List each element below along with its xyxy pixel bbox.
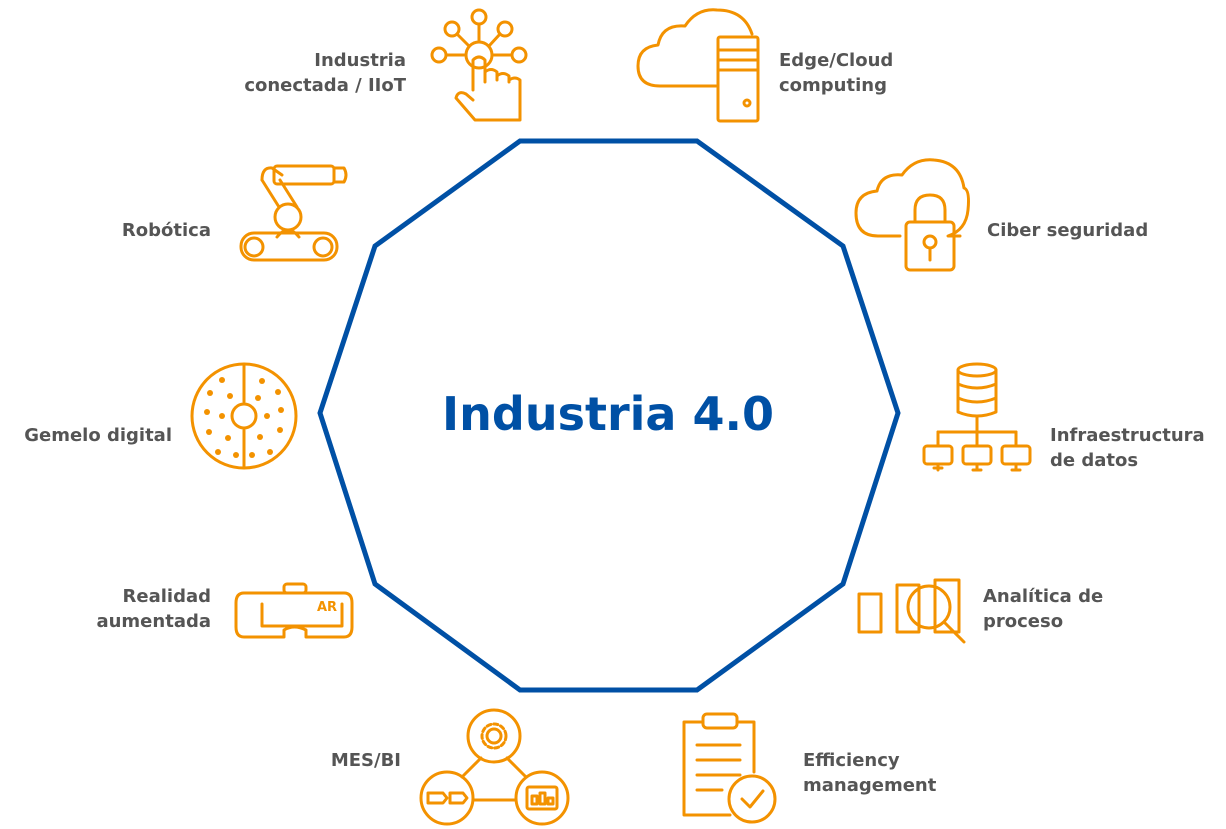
clipboard-check-icon: [682, 712, 777, 824]
central-decagon: [317, 138, 901, 693]
label-line: MES/BI: [330, 750, 401, 771]
label-line: Analítica de: [983, 586, 1104, 607]
label-gemelo-digital: Gemelo digital: [24, 423, 172, 448]
mes-bi-icon: [419, 708, 570, 826]
label-iiot: Industria conectada / IIoT: [244, 48, 406, 98]
label-analitica: Analítica de proceso: [983, 584, 1103, 634]
cloud-lock-icon: [854, 158, 970, 272]
label-line: Industria: [314, 50, 406, 71]
label-line: proceso: [983, 611, 1064, 632]
label-realidad-aumentada: Realidad aumentada: [96, 584, 211, 634]
process-analytics-icon: [857, 578, 966, 644]
label-line: Ciber seguridad: [987, 220, 1149, 241]
label-infraestructura: Infraestructura de datos: [1050, 423, 1205, 473]
label-line: Edge/Cloud: [779, 50, 894, 71]
ar-headset-icon: [234, 582, 354, 639]
digital-twin-icon: [190, 362, 298, 470]
database-network-icon: [922, 362, 1032, 472]
label-edge-cloud: Edge/Cloud computing: [779, 48, 893, 98]
label-line: computing: [779, 75, 887, 96]
iiot-hand-icon: [430, 8, 528, 122]
edge-cloud-icon: [636, 8, 760, 123]
label-line: management: [803, 775, 937, 796]
label-line: Infraestructura: [1050, 425, 1205, 446]
label-robotica: Robótica: [122, 218, 211, 243]
label-ciber-seguridad: Ciber seguridad: [987, 218, 1148, 243]
label-line: de datos: [1050, 450, 1139, 471]
label-line: conectada / IIoT: [244, 75, 406, 96]
label-line: Gemelo digital: [24, 425, 172, 446]
digital-twin-dots: [204, 377, 284, 458]
ar-badge: AR: [317, 600, 337, 615]
label-line: Realidad: [122, 586, 211, 607]
label-efficiency: Efficiency management: [803, 748, 936, 798]
label-mes-bi: MES/BI: [331, 748, 401, 773]
robot-arm-icon: [239, 164, 348, 262]
diagram-title: Industria 4.0: [442, 387, 774, 441]
label-line: aumentada: [96, 611, 211, 632]
label-line: Efficiency: [803, 750, 900, 771]
label-line: Robótica: [121, 220, 211, 241]
